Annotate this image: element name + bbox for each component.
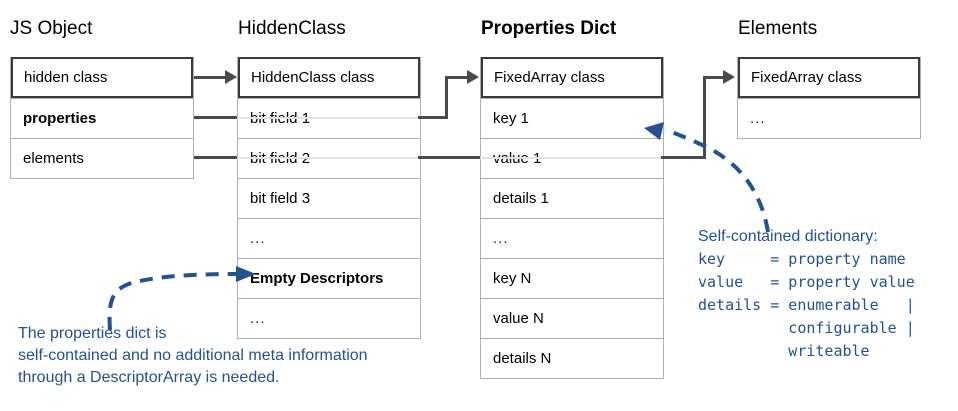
note-bottom-left-line1: The properties dict is <box>18 325 167 342</box>
connector-hiddenclass-line <box>194 76 227 79</box>
arrow-to-hiddenclass <box>225 70 237 84</box>
arrow-to-elements <box>723 70 735 84</box>
connector-elements-h2 <box>661 156 706 159</box>
row-propdict-details-1[interactable]: details 1 <box>481 178 663 218</box>
connector-elements-h1 <box>418 156 480 159</box>
passthrough-line-properties <box>237 117 421 119</box>
connector-properties-v <box>445 76 448 119</box>
table-properties-dict: FixedArray class key 1 value 1 details 1… <box>480 57 664 379</box>
note-bottom-left-line2: self-contained and no additional meta in… <box>18 347 368 364</box>
passthrough-line-elements <box>237 157 421 159</box>
connector-elements-stub <box>194 156 237 159</box>
connector-properties-h2 <box>445 76 469 79</box>
column-title-elements: Elements <box>738 18 818 39</box>
row-js-object-properties[interactable]: properties <box>11 98 193 138</box>
row-hiddenclass-ellipsis-1[interactable]: ... <box>238 218 420 258</box>
dashed-arrow-left-path <box>107 272 239 331</box>
row-hiddenclass-bit-field-3[interactable]: bit field 3 <box>238 178 420 218</box>
row-propdict-key-n[interactable]: key N <box>481 258 663 298</box>
table-elements: FixedArray class ... <box>737 57 921 139</box>
row-hiddenclass-ellipsis-2[interactable]: ... <box>238 298 420 338</box>
row-elements-ellipsis[interactable]: ... <box>738 98 920 138</box>
note-right-line5: writeable <box>698 342 870 360</box>
row-propdict-details-n[interactable]: details N <box>481 338 663 378</box>
column-title-properties-dict: Properties Dict <box>481 18 617 39</box>
connector-properties-h1 <box>418 116 448 119</box>
row-propdict-value-n[interactable]: value N <box>481 298 663 338</box>
passthrough-line-elements-2 <box>480 157 664 159</box>
column-title-js-object: JS Object <box>10 18 93 39</box>
row-propdict-ellipsis[interactable]: ... <box>481 218 663 258</box>
note-right-line1: key = property name <box>698 250 906 268</box>
row-js-object-elements[interactable]: elements <box>11 138 193 178</box>
row-hiddenclass-empty-descriptors[interactable]: Empty Descriptors <box>238 258 420 298</box>
arrow-to-properties-dict <box>467 70 479 84</box>
row-hiddenclass-class[interactable]: HiddenClass class <box>238 57 420 98</box>
row-elements-fixedarray-class[interactable]: FixedArray class <box>738 57 920 98</box>
connector-properties-stub <box>194 116 237 119</box>
note-right-heading: Self-contained dictionary: <box>698 228 878 245</box>
row-propdict-key-1[interactable]: key 1 <box>481 98 663 138</box>
column-title-hiddenclass: HiddenClass <box>238 18 346 39</box>
table-hiddenclass: HiddenClass class bit field 1 bit field … <box>237 57 421 339</box>
dashed-arrow-right-path <box>664 128 770 233</box>
connector-elements-v <box>703 76 706 159</box>
connector-elements-h3 <box>703 76 725 79</box>
note-bottom-left-line3: through a DescriptorArray is needed. <box>18 369 280 386</box>
row-js-object-hidden-class[interactable]: hidden class <box>11 57 193 98</box>
table-js-object: hidden class properties elements <box>10 57 194 179</box>
note-right-line2: value = property value <box>698 273 915 291</box>
row-propdict-fixedarray-class[interactable]: FixedArray class <box>481 57 663 98</box>
note-right-line4: configurable | <box>698 319 915 337</box>
note-right-line3: details = enumerable | <box>698 296 915 314</box>
